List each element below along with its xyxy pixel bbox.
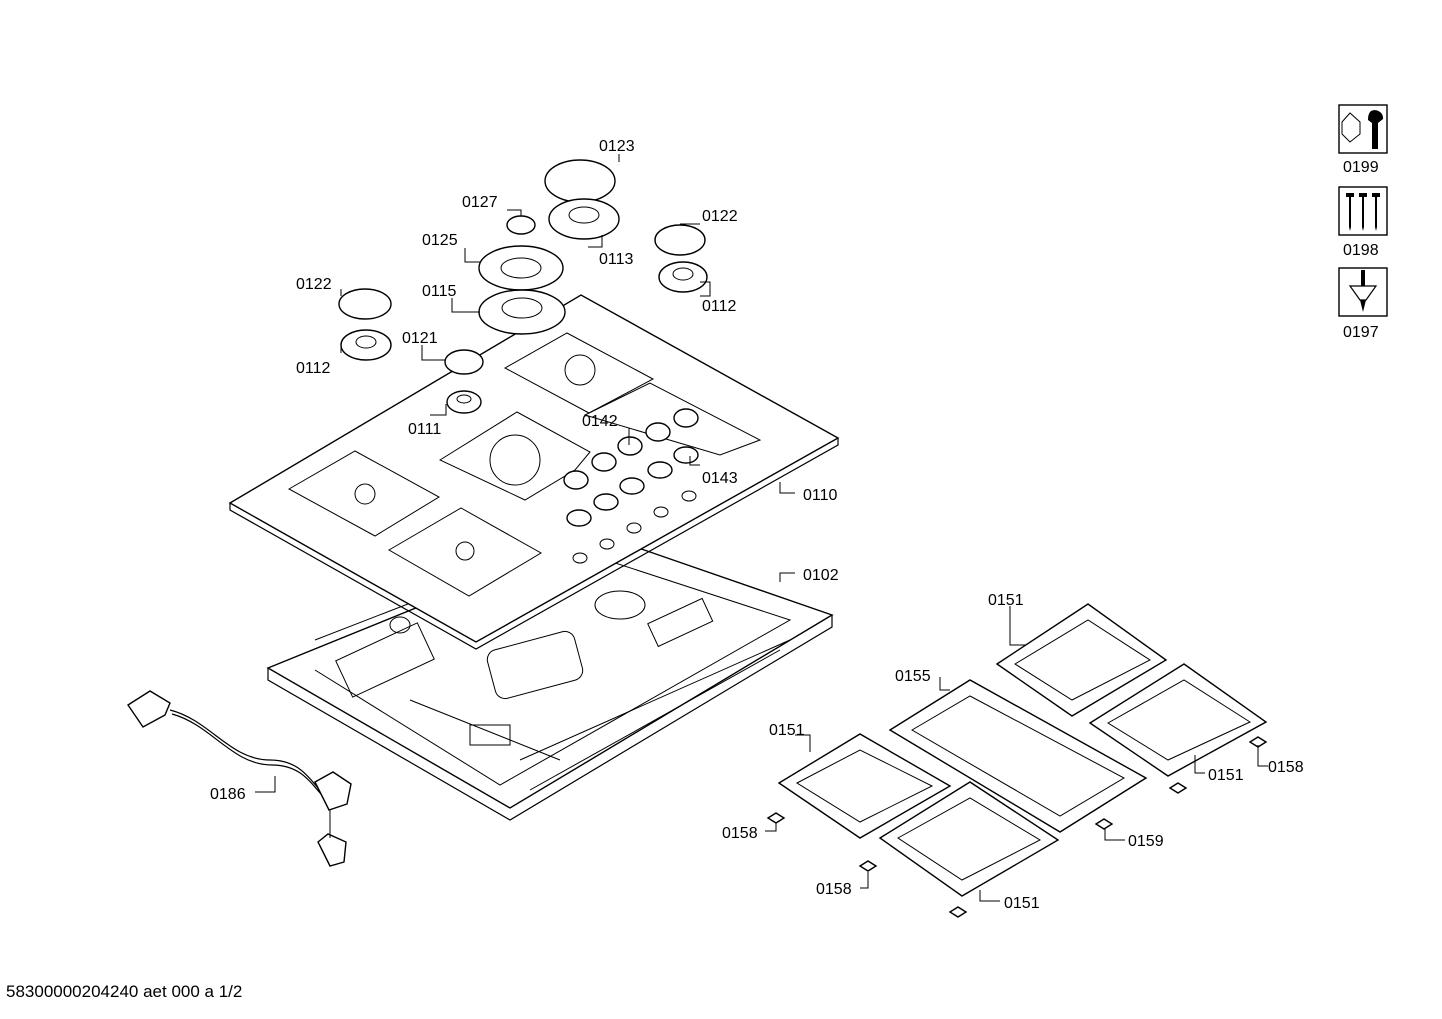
label-0113: 0113 <box>599 251 634 268</box>
label-0115: 0115 <box>422 283 457 300</box>
rubber-feet <box>766 736 1268 918</box>
label-0143: 0143 <box>702 470 738 487</box>
screwdriver-icon <box>1338 267 1388 317</box>
power-cord <box>127 690 352 867</box>
label-0122: 0122 <box>296 276 332 293</box>
label-0110: 0110 <box>803 487 838 504</box>
label-0151: 0151 <box>1004 895 1040 912</box>
control-knobs <box>563 408 699 564</box>
label-0121: 0121 <box>402 330 438 347</box>
burner-parts <box>338 159 708 414</box>
label-0122: 0122 <box>702 208 738 225</box>
label-0151: 0151 <box>1208 767 1244 784</box>
tool-icons: 0199 0198 0197 <box>1338 104 1388 341</box>
label-0123: 0123 <box>599 138 635 155</box>
label-0127: 0127 <box>462 194 498 211</box>
label-0158: 0158 <box>1268 759 1304 776</box>
label-0142: 0142 <box>582 413 618 430</box>
label-0112: 0112 <box>702 298 737 315</box>
label-0186: 0186 <box>210 786 246 803</box>
label-0158: 0158 <box>722 825 758 842</box>
label-0159: 0159 <box>1128 833 1164 850</box>
label-0151: 0151 <box>769 722 805 739</box>
part-number-labels: 0123 0127 0122 0125 0113 0122 0115 0112 … <box>210 138 1304 912</box>
nut-wrench-icon <box>1338 104 1388 154</box>
label-0111: 0111 <box>408 421 441 438</box>
label-0102: 0102 <box>803 567 839 584</box>
label-0151: 0151 <box>988 592 1024 609</box>
pan-supports <box>777 603 1268 897</box>
leader-lines <box>255 154 1268 902</box>
drawing-number-footer: 58300000204240 aet 000 a 1/2 <box>6 982 243 1001</box>
label-0155: 0155 <box>895 668 931 685</box>
label-0197: 0197 <box>1343 324 1379 341</box>
label-0112: 0112 <box>296 360 331 377</box>
label-0198: 0198 <box>1343 242 1379 259</box>
label-0125: 0125 <box>422 232 458 249</box>
screws-icon <box>1338 186 1388 236</box>
label-0199: 0199 <box>1343 159 1379 176</box>
label-0158: 0158 <box>816 881 852 898</box>
